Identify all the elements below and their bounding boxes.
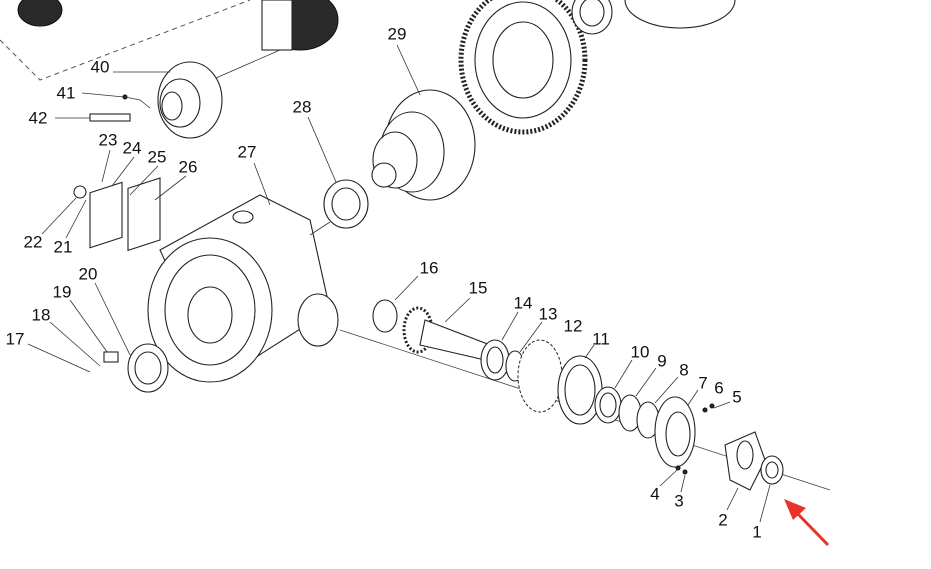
part-label-4: 4 [650,484,660,504]
part-28-bearing [307,116,369,229]
part-10-bearing [594,386,622,424]
part-label-15: 15 [468,278,488,298]
part-top-shaft [199,0,339,86]
part-label-16: 16 [419,258,439,278]
part-label-25: 25 [147,147,167,167]
part-label-2: 2 [718,510,728,530]
part-label-19: 19 [52,282,72,302]
part-label-42: 42 [28,108,48,128]
part-label-10: 10 [630,342,650,362]
part-7-cover [654,396,696,468]
part-label-28: 28 [292,97,312,117]
part-bevel-ring-gear [458,0,588,135]
part-25-gasket [89,181,123,249]
part-label-40: 40 [90,57,110,77]
part-label-11: 11 [592,329,610,349]
part-27-axle-housing [147,162,339,383]
part-label-17: 17 [5,329,25,349]
part-label-8: 8 [679,360,689,380]
part-label-1: 1 [752,522,762,542]
part-label-20: 20 [78,264,98,284]
highlight-arrow [784,499,830,547]
part-label-7: 7 [698,373,708,393]
part-label-29: 29 [387,24,407,44]
part-label-26: 26 [178,157,198,177]
part-26-cover [127,177,161,252]
part-label-14: 14 [513,293,533,313]
part-2-flange-yoke [724,431,766,491]
part-label-6: 6 [714,378,724,398]
part-15-pinion-shaft [402,297,491,361]
part-40-flange [157,61,223,139]
part-42-bolt [89,113,131,122]
part-label-24: 24 [122,138,142,158]
part-11-ring [557,355,603,425]
part-label-3: 3 [674,491,684,511]
part-label-18: 18 [31,305,51,325]
part-22-plug [73,185,87,199]
part-label-22: 22 [23,232,43,252]
part-1-nut [760,455,784,485]
part-top-left-gear [17,0,63,27]
part-label-23: 23 [98,130,118,150]
part-label-41: 41 [56,83,76,103]
part-label-13: 13 [538,304,558,324]
part-29-differential-case [371,44,476,201]
part-12-gasket [517,339,563,413]
part-16-bearing [372,299,398,333]
part-label-9: 9 [657,351,667,371]
part-label-12: 12 [563,316,583,336]
part-14-bearing [480,339,510,381]
part-label-5: 5 [732,387,742,407]
subassembly-dashed-outline [0,0,251,81]
part-label-27: 27 [237,142,257,162]
part-label-21: 21 [53,237,73,257]
